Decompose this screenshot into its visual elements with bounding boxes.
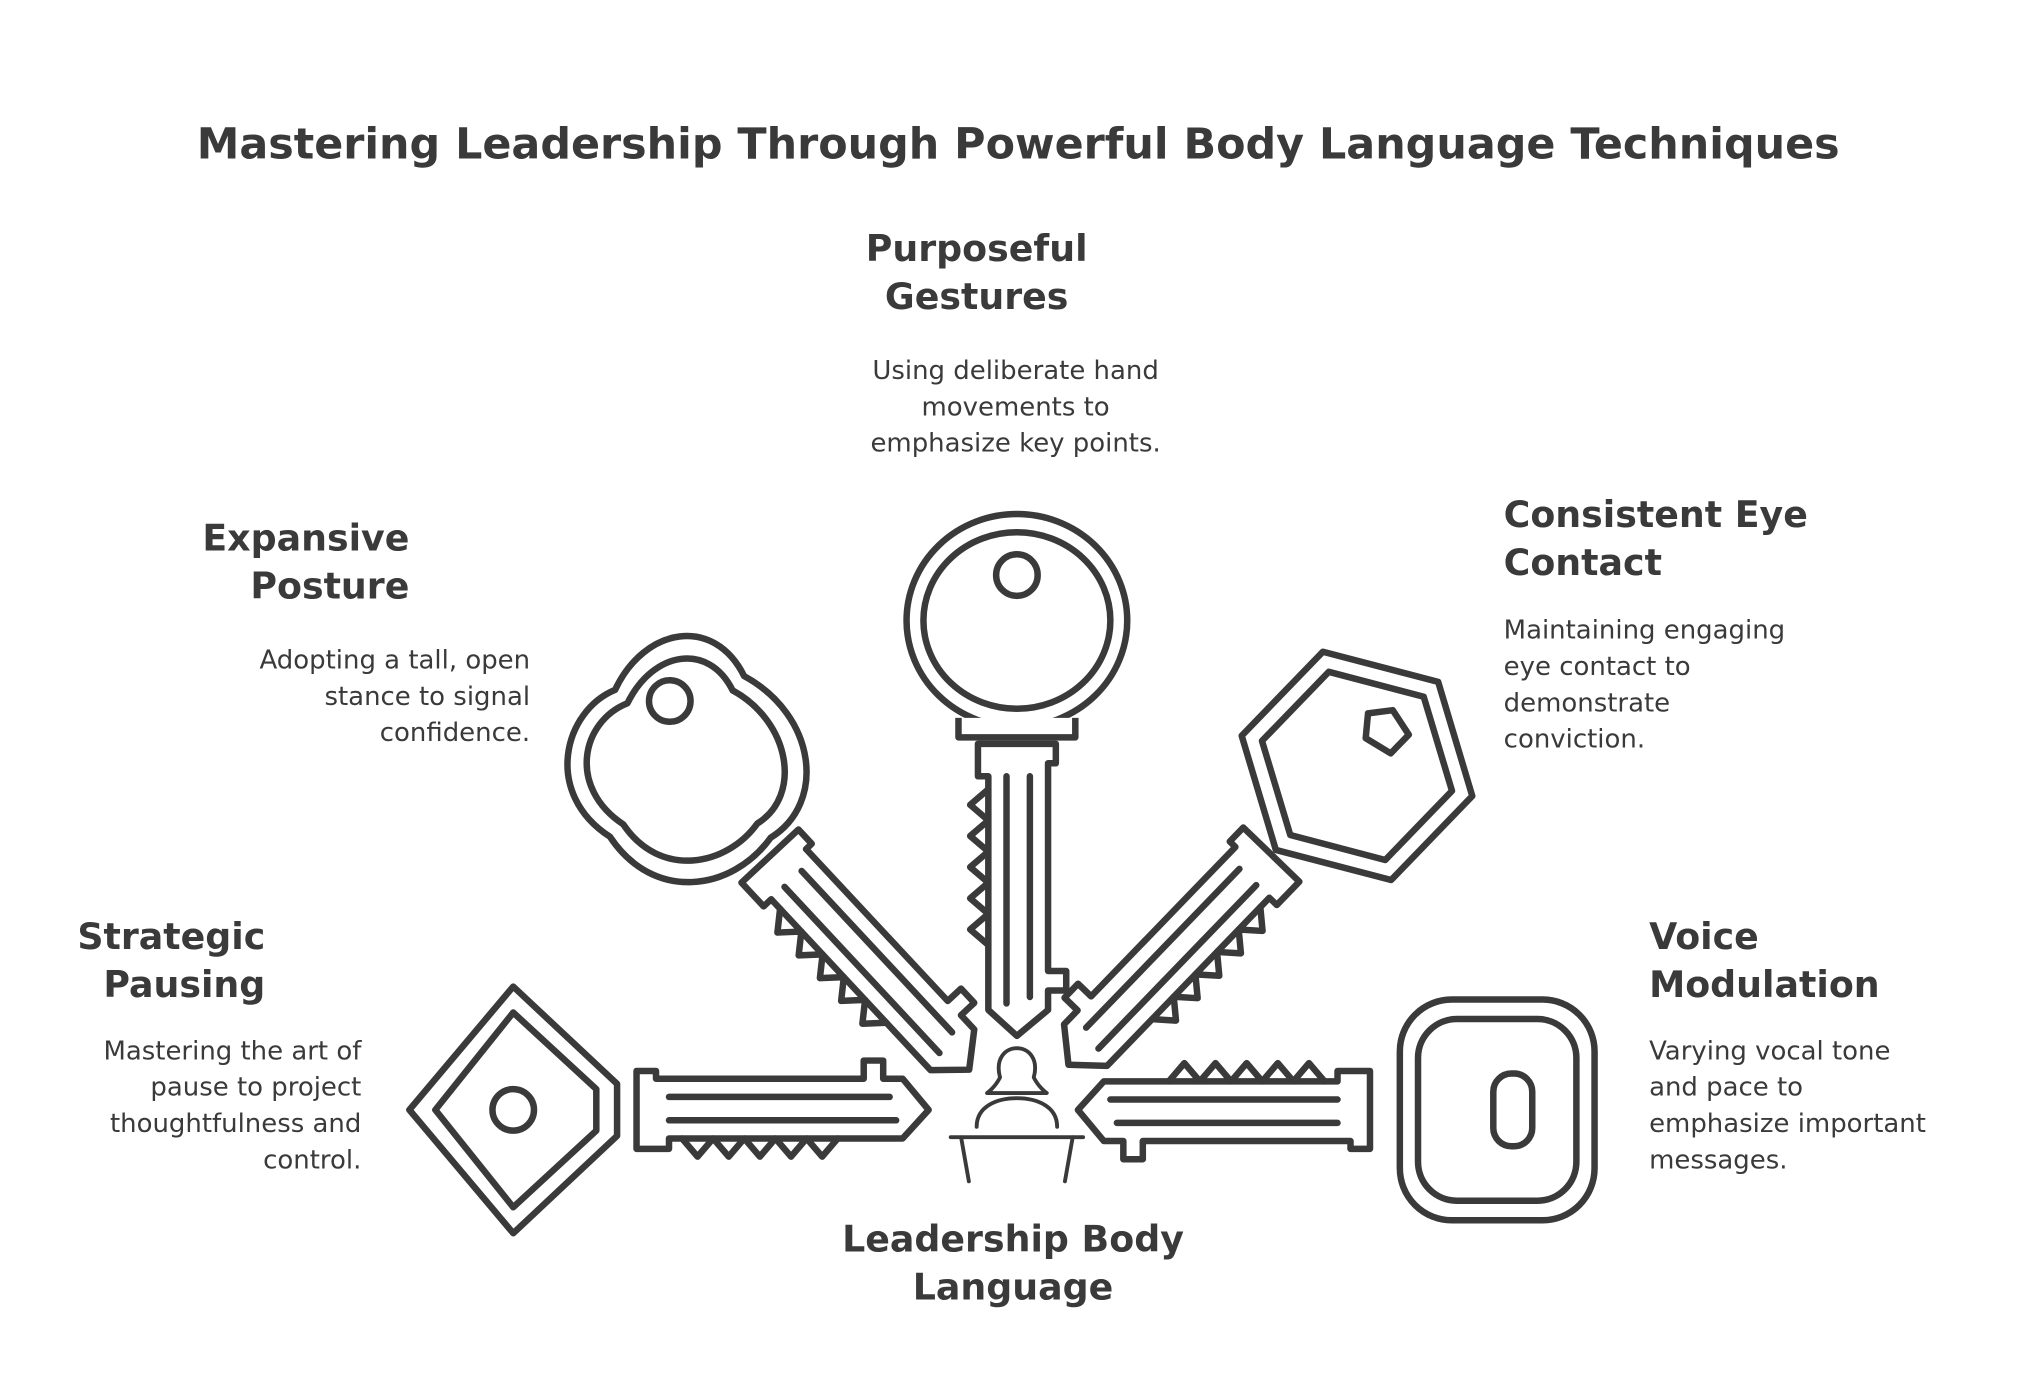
item-desc: Using deliberate hand: [872, 356, 1158, 386]
item-desc: and pace to: [1649, 1073, 1803, 1103]
item-desc: emphasize key points.: [870, 429, 1160, 459]
item-strategic-pausing: Strategic Pausing Mastering the art of p…: [77, 915, 362, 1175]
item-desc: control.: [263, 1145, 361, 1175]
item-desc: Mastering the art of: [103, 1036, 362, 1066]
item-title: Gestures: [885, 275, 1069, 318]
item-title: Strategic: [77, 915, 265, 958]
speaker-at-podium-icon: [948, 1046, 1086, 1184]
item-desc: Varying vocal tone: [1649, 1036, 1890, 1066]
item-desc: eye contact to: [1504, 652, 1691, 682]
item-title: Modulation: [1649, 963, 1880, 1006]
item-desc: thoughtfulness and: [110, 1109, 361, 1139]
item-expansive-posture: Expansive Posture Adopting a tall, open …: [202, 516, 530, 748]
item-title: Contact: [1504, 541, 1662, 584]
item-desc: confidence.: [380, 718, 530, 748]
item-purposeful-gestures: Purposeful Gestures Using deliberate han…: [866, 227, 1161, 459]
center-label: Leadership Body: [842, 1217, 1184, 1260]
page-title: Mastering Leadership Through Powerful Bo…: [197, 119, 1840, 169]
rounded-key-icon: [1078, 996, 1598, 1224]
item-consistent-eye-contact: Consistent Eye Contact Maintaining engag…: [1504, 493, 1808, 755]
item-desc: movements to: [922, 392, 1110, 422]
item-desc: Adopting a tall, open: [259, 646, 530, 676]
clover-key-icon: [564, 632, 1050, 1143]
center-label: Language: [913, 1265, 1114, 1308]
item-voice-modulation: Voice Modulation Varying vocal tone and …: [1649, 915, 1926, 1175]
hexagon-key-icon: [994, 648, 1476, 1137]
item-desc: Maintaining engaging: [1504, 616, 1785, 646]
item-title: Pausing: [103, 963, 265, 1006]
item-desc: pause to project: [150, 1073, 361, 1103]
item-title: Posture: [250, 564, 409, 607]
item-title: Expansive: [202, 516, 409, 559]
item-desc: conviction.: [1504, 725, 1645, 755]
item-desc: messages.: [1649, 1145, 1787, 1175]
item-desc: stance to signal: [324, 682, 530, 712]
item-title: Voice: [1649, 915, 1759, 958]
item-title: Purposeful: [866, 227, 1088, 270]
item-title: Consistent Eye: [1504, 493, 1808, 536]
round-key-icon: [903, 510, 1131, 1036]
item-desc: emphasize important: [1649, 1109, 1926, 1139]
diamond-key-icon: [406, 983, 928, 1237]
item-desc: demonstrate: [1504, 688, 1670, 718]
